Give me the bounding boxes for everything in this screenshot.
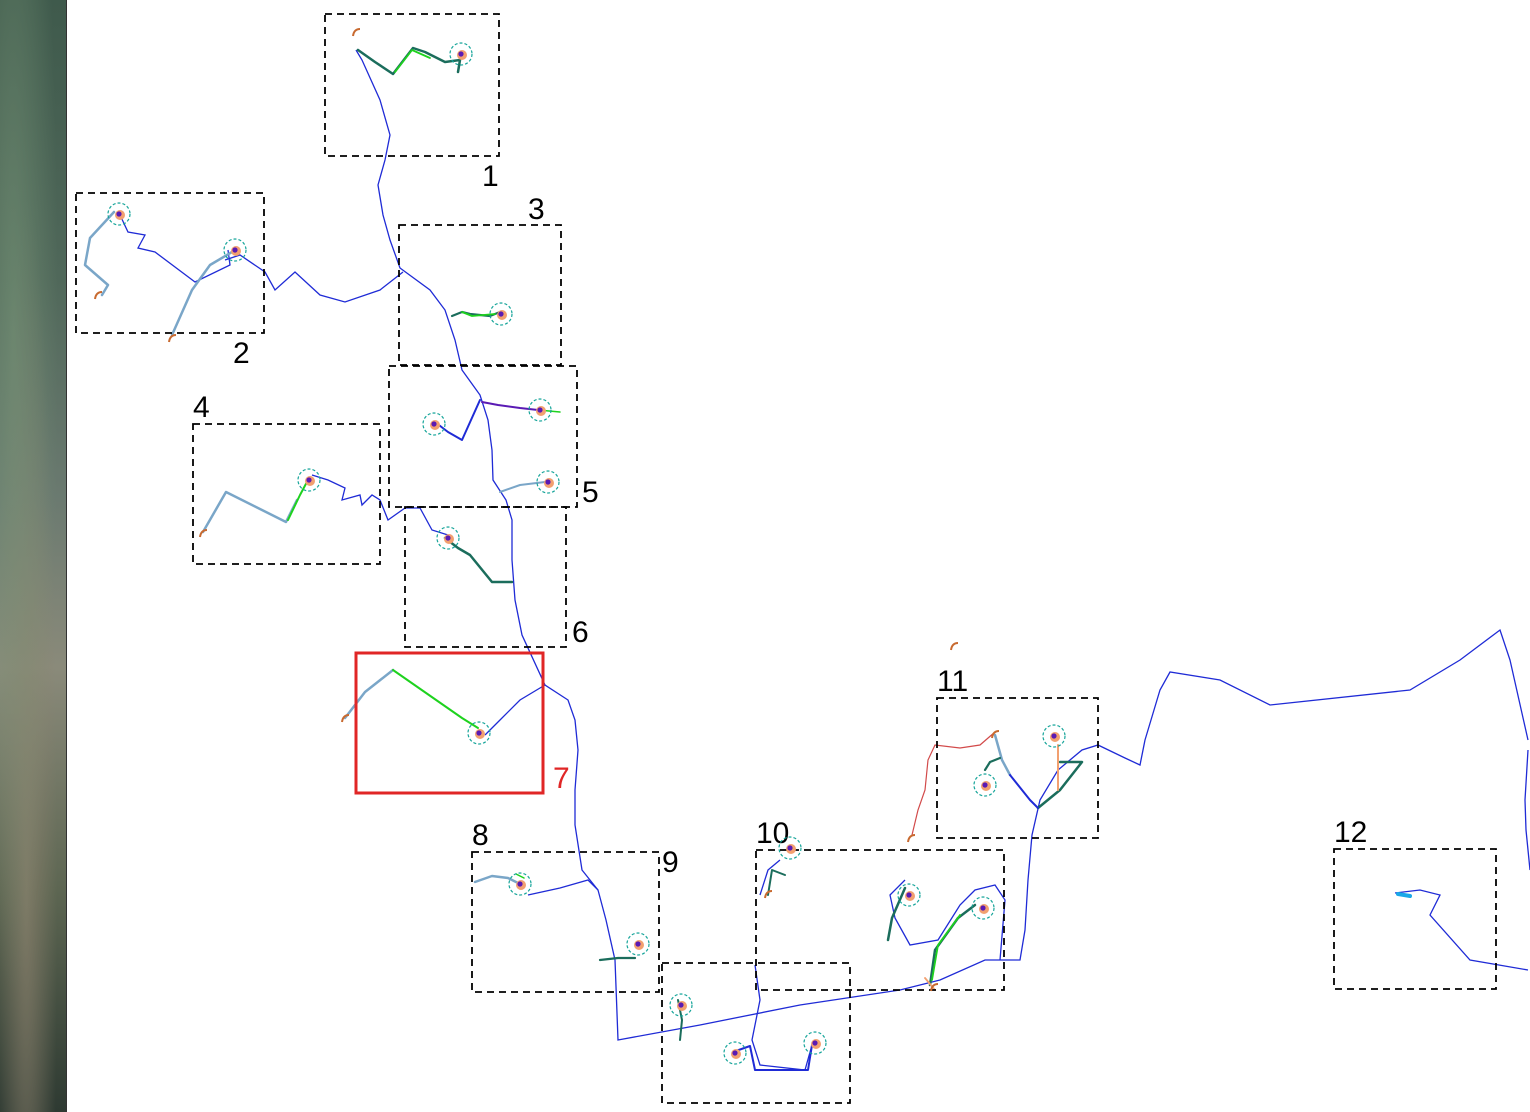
trajectory-zone-10-green [931,914,961,981]
target-marker [626,932,650,956]
trajectory-zone-7-steel [343,668,395,720]
route-branch-3 [311,474,449,536]
zone-label-12: 12 [1334,816,1367,849]
zone-box-4 [192,423,381,565]
target-marker [449,42,473,66]
route-branch-1 [224,254,404,303]
target-marker [436,526,460,550]
zone-label-8: 8 [472,819,489,852]
trajectory-zone-2 [83,210,116,297]
target-marker [422,412,446,436]
trajectory-zone-8a [473,874,522,886]
route-branch-8 [1524,749,1530,871]
start-marker [199,529,208,538]
start-marker [991,730,1000,739]
route-branch-6 [751,964,813,1071]
trajectory-zone-11c [1009,774,1039,809]
target-marker [971,896,995,920]
route-branch-10 [759,859,781,896]
zone-label-5: 5 [582,476,599,509]
trajectory-zone-11d [983,756,1002,772]
trajectory-zone-4-green [287,479,309,521]
target-marker [803,1031,827,1055]
trajectory-zone-11a [993,733,1012,777]
target-marker [723,1041,747,1065]
trajectory-zone-1 [356,46,462,76]
trajectory-zone-10-orange [924,977,936,991]
main-route-line [355,49,1529,1041]
start-marker [168,334,177,343]
target-marker [489,302,513,326]
target-marker [973,773,997,797]
trajectory-zone-7-green [392,669,479,729]
zone-box-7 [354,651,545,795]
zone-box-3 [398,224,562,366]
targets-layer [107,42,1066,1065]
trajectory-zone-10b [886,886,907,942]
target-marker [897,883,921,907]
zone-label-11: 11 [937,665,968,698]
target-marker [1042,724,1066,748]
trajectory-zone-6 [443,536,514,584]
trajectory-zone-8-green [515,873,525,879]
zone-box-11 [936,697,1099,839]
zone-label-9: 9 [662,846,679,879]
target-marker [778,836,802,860]
trajectory-zone-12 [1396,892,1412,898]
zone-box-6 [404,506,567,648]
target-marker [223,238,247,262]
start-marker [907,834,916,843]
trajectory-zone-8b [598,956,637,962]
route-branch-5 [527,879,599,896]
zone-box-9 [661,962,851,1104]
start-marker [94,291,103,300]
trajectory-zone-11b [1036,760,1084,810]
start-marker [341,714,350,723]
target-marker [669,993,693,1017]
zone-label-3: 3 [528,193,545,226]
zone-box-12 [1333,848,1497,990]
trajectory-zone-2b [170,250,234,337]
trajectory-zone-5a [434,399,481,441]
trajectory-zone-1-green [394,49,431,73]
zone-label-6: 6 [572,616,589,649]
target-marker [467,721,491,745]
route-branch-2 [119,214,231,283]
zone-label-4: 4 [193,391,210,424]
side-track [911,731,996,836]
route-branch-7 [1394,889,1529,971]
start-markers [94,28,1000,992]
zone-label-7: 7 [553,762,570,795]
start-marker [950,642,959,651]
start-marker [764,890,773,899]
trajectory-zone-4 [201,490,299,534]
trajectory-zone-9b [732,1044,813,1071]
zone-label-1: 1 [482,160,499,193]
zone-box-2 [75,192,265,334]
zone-label-10: 10 [756,817,789,850]
target-marker [536,470,560,494]
target-marker [107,202,131,226]
route-branch-4 [484,684,546,736]
zone-box-8 [471,851,660,993]
trajectory-zone-10a [767,869,786,896]
trajectory-zone-3-green [461,311,496,317]
route-branch-9 [889,879,1006,961]
zone-box-1 [324,13,500,157]
trajectories [83,46,1412,1071]
start-marker [352,28,361,37]
map-frame [66,0,1530,1112]
zone-label-2: 2 [233,337,250,370]
start-marker [930,983,939,992]
target-marker [528,398,552,422]
zone-box-10 [755,849,1005,991]
target-marker [297,468,321,492]
target-marker [508,872,532,896]
trajectory-zone-5d [499,481,546,493]
